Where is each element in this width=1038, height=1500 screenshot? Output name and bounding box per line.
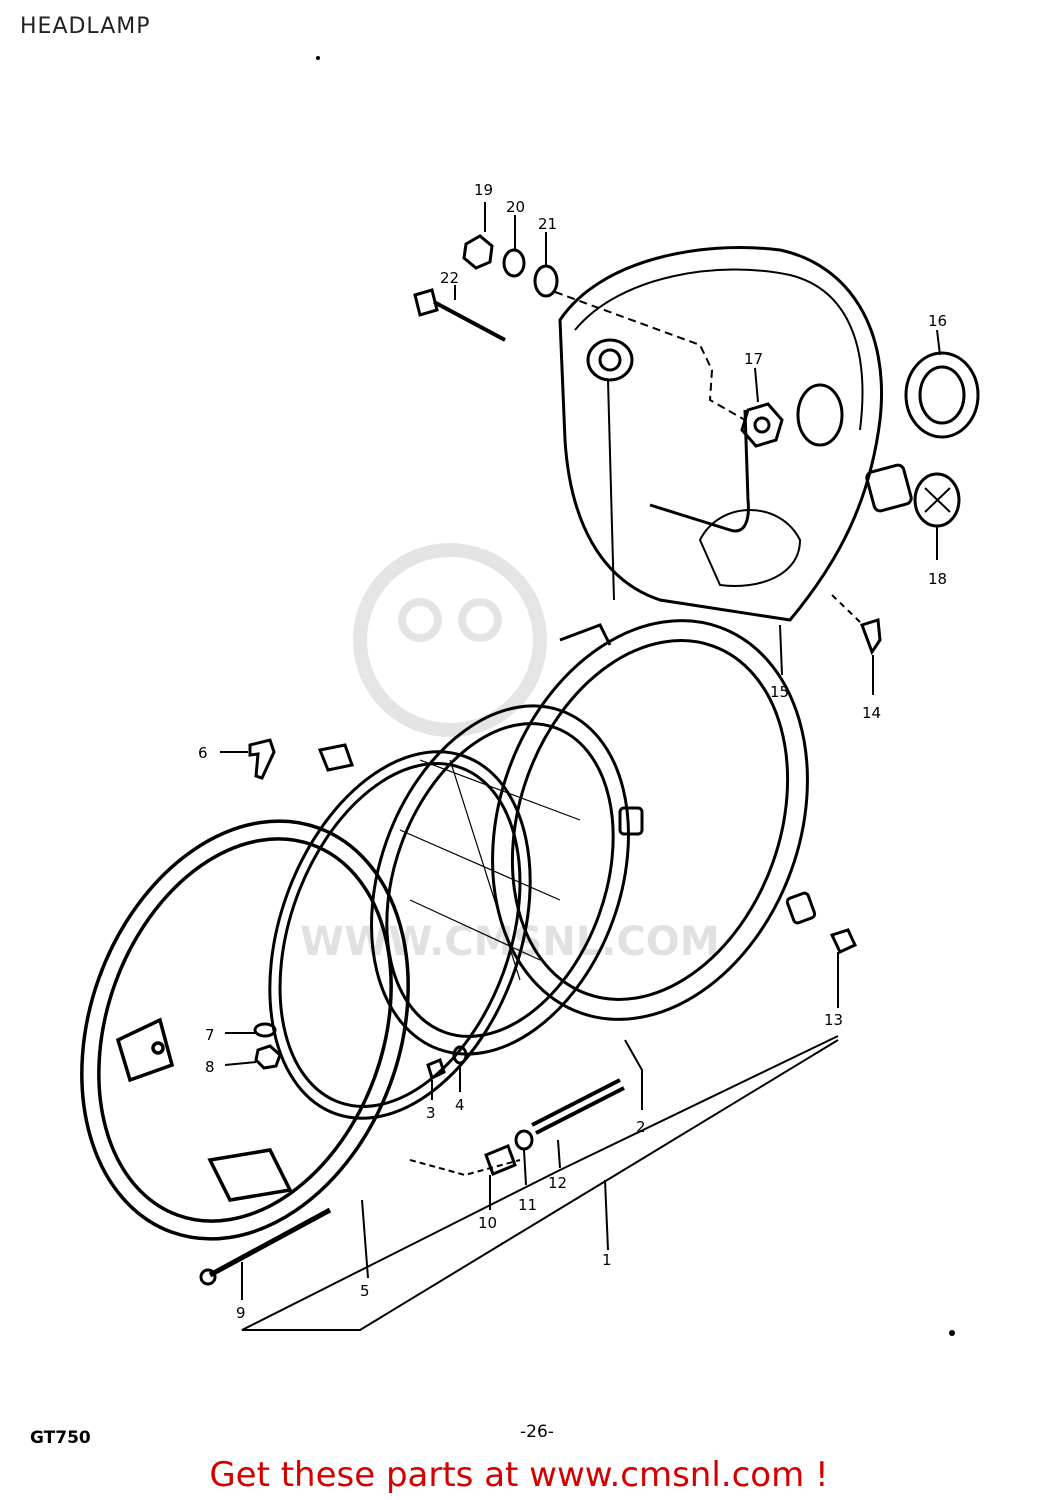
headlamp-mount-ring (491, 619, 817, 1021)
lens-rim (268, 743, 532, 1120)
page-number: -26- (520, 1422, 554, 1442)
plug-cap (913, 472, 961, 528)
watermark-logo: WWW.CMSNL.COM (300, 543, 720, 965)
callout-2: 2 (636, 1118, 646, 1136)
nut (740, 402, 784, 448)
callout-22: 22 (440, 269, 459, 287)
callout-17: 17 (744, 350, 763, 368)
callout-3: 3 (426, 1104, 436, 1122)
callout-21: 21 (538, 215, 557, 233)
callout-9: 9 (236, 1304, 246, 1322)
callout-6: 6 (198, 744, 208, 762)
page-title: HEADLAMP (20, 14, 151, 39)
callout-15: 15 (770, 683, 789, 701)
screw (860, 618, 882, 656)
callout-4: 4 (455, 1096, 465, 1114)
callout-7: 7 (205, 1026, 215, 1044)
model-code: GT750 (30, 1428, 91, 1448)
callout-5: 5 (360, 1282, 370, 1300)
callout-1: 1 (602, 1251, 612, 1269)
headlamp-housing (558, 246, 913, 622)
speck (949, 1330, 955, 1336)
callout-16: 16 (928, 312, 947, 330)
callout-12: 12 (548, 1174, 567, 1192)
callout-11: 11 (518, 1196, 537, 1214)
sealed-beam-unit (370, 704, 644, 1056)
cmsnl-link[interactable]: Get these parts at www.cmsnl.com ! (209, 1455, 829, 1495)
callout-18: 18 (928, 570, 947, 588)
callout-14: 14 (862, 704, 881, 722)
callout-19: 19 (474, 181, 493, 199)
speck (316, 56, 320, 60)
callout-8: 8 (205, 1058, 215, 1076)
small-hardware (248, 738, 857, 1176)
long-screw (199, 1207, 332, 1286)
fastener-set-top (413, 234, 559, 342)
callout-labels: 19 20 21 22 16 17 18 15 14 6 7 8 3 4 2 1… (198, 181, 947, 1322)
outer-headlamp-rim (80, 819, 410, 1241)
callout-10: 10 (478, 1214, 497, 1232)
rubber-grommet (904, 351, 980, 439)
callout-20: 20 (506, 198, 525, 216)
leader-lines (220, 202, 941, 1331)
callout-13: 13 (824, 1011, 843, 1029)
